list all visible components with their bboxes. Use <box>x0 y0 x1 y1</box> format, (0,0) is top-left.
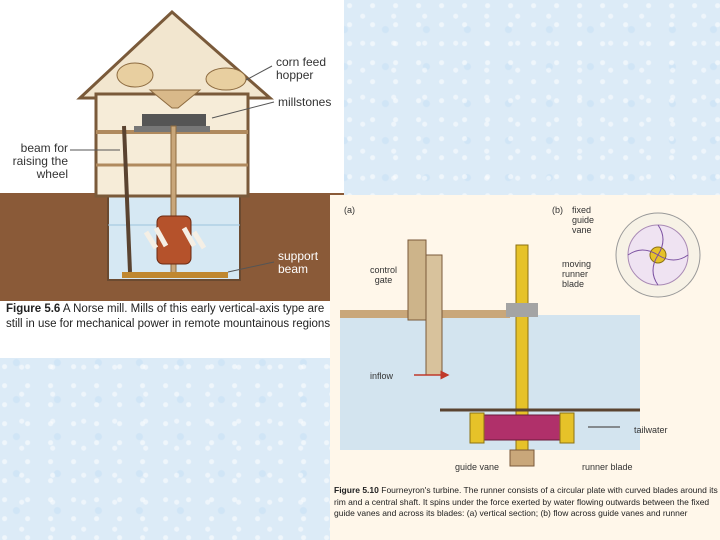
leader-support <box>227 261 275 273</box>
leader-millstones <box>211 101 275 119</box>
label-part-a: (a) <box>344 205 355 215</box>
label-fixed-guide-vane: fixed guide vane <box>572 205 595 235</box>
label-support-beam: support beam <box>278 249 319 276</box>
label-part-b: (b) <box>552 205 563 215</box>
upper-millstone <box>142 114 206 126</box>
label-moving-runner-blade: moving runner blade <box>562 259 592 289</box>
raising-beam <box>122 125 132 273</box>
label-millstones: millstones <box>278 95 332 109</box>
corn-feed-hopper <box>148 89 202 109</box>
label-inflow: inflow <box>370 371 394 381</box>
caption-text: A Norse mill. Mills of this early vertic… <box>6 303 331 330</box>
caption-number: Figure 5.6 <box>6 303 61 315</box>
label-guide-vane: guide vane <box>455 462 500 472</box>
shaft-bearing <box>506 303 538 317</box>
label-corn-feed-hopper: corn feed hopper <box>276 55 327 82</box>
label-runner-blade: runner blade <box>582 462 633 472</box>
guide-vane-left <box>469 412 485 444</box>
support-beam <box>122 272 228 278</box>
shaft-base <box>509 449 535 467</box>
runner-blades <box>627 224 689 286</box>
turbine-illustration <box>340 212 701 467</box>
norse-mill-illustration <box>0 9 344 301</box>
grain-sack-left <box>116 62 154 88</box>
guide-vane-right <box>559 412 575 444</box>
figure-5-10-caption: Figure 5.10 Fourneyron's turbine. The ru… <box>334 485 718 520</box>
label-tailwater: tailwater <box>634 425 668 435</box>
leader-hopper <box>245 65 273 81</box>
caption-text-510: Fourneyron's turbine. The runner consist… <box>334 485 718 518</box>
turbine-runner <box>479 414 565 441</box>
label-beam-for-raising: beam for raising the wheel <box>12 141 68 181</box>
wheel-paddles <box>143 226 207 250</box>
grain-sack-right <box>205 67 247 91</box>
control-gate-post <box>407 239 427 321</box>
inner-wall <box>425 254 443 376</box>
figure-5-10-panel: (a) (b) fixed guide vane moving runner b… <box>330 195 720 540</box>
label-control-gate: control gate <box>370 265 398 285</box>
figure-5-6-caption: Figure 5.6 A Norse mill. Mills of this e… <box>6 302 340 332</box>
figure-5-6-panel: corn feed hopper millstones beam for rai… <box>0 0 344 358</box>
caption-number-510: Figure 5.10 <box>334 485 379 495</box>
